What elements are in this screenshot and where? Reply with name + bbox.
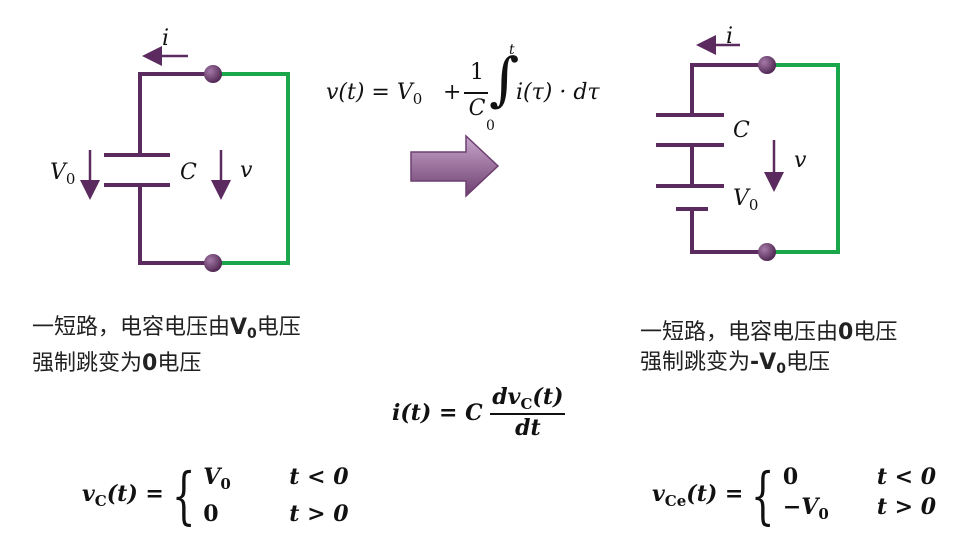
right-circuit (656, 35, 840, 261)
brace-icon: { (751, 458, 775, 532)
right-voltage-label: v (794, 148, 807, 173)
right-short-wire (767, 63, 840, 254)
formula-current: i(t) = C dvC(t) dt (392, 384, 566, 441)
left-v0-label: V0 (50, 160, 76, 188)
brace-icon: { (171, 458, 196, 532)
left-wire-top (138, 72, 213, 155)
right-terminal-bottom (758, 243, 776, 261)
transition-arrow-icon (410, 134, 500, 198)
left-circuit (80, 46, 290, 272)
right-terminal-top (758, 56, 776, 74)
right-capacitor-label: C (733, 118, 750, 143)
right-wire-top (690, 63, 767, 115)
left-current-label: i (162, 26, 170, 51)
right-v0-label: V0 (733, 186, 759, 214)
left-voltage-label: v (240, 158, 253, 183)
integral-sign-icon: ∫ (489, 45, 520, 113)
left-wire-bottom (138, 185, 213, 265)
right-wire-bottom (690, 209, 767, 254)
left-terminal-top (204, 65, 222, 83)
right-current-label: i (726, 24, 734, 49)
caption-left: 一短路，电容电压由V0电压 强制跳变为0电压 (32, 315, 301, 376)
left-capacitor-label: C (180, 160, 197, 185)
left-terminal-bottom (204, 254, 222, 272)
caption-right: 一短路，电容电压由0电压 强制跳变为-V0电压 (640, 320, 898, 377)
left-short-wire (213, 72, 290, 265)
